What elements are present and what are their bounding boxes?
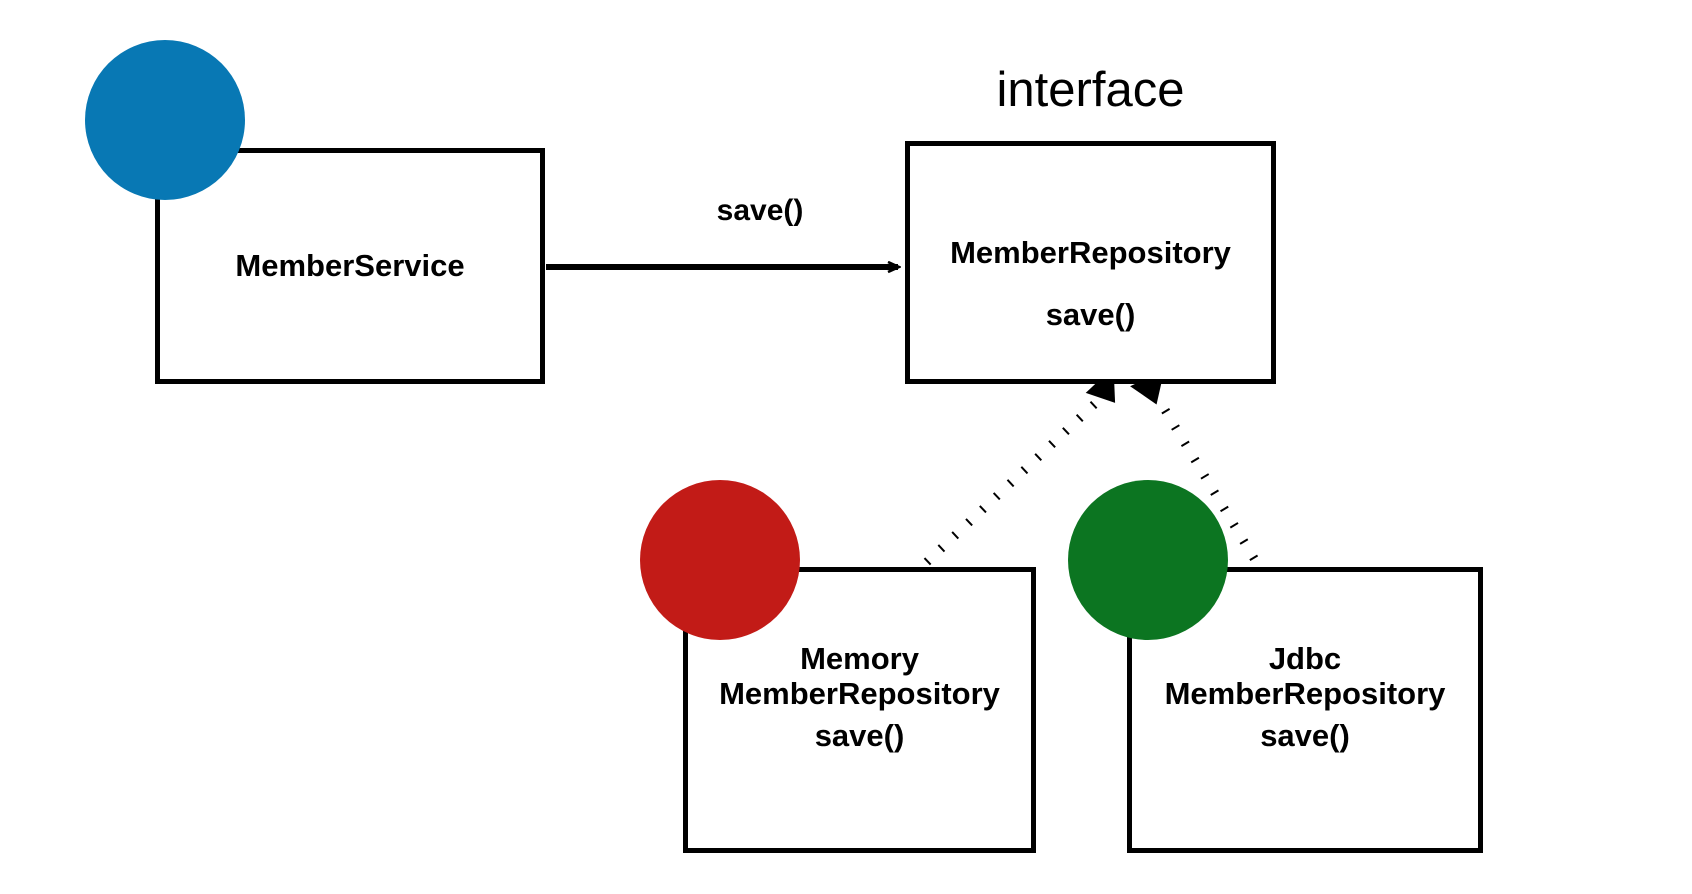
blue-node-dot-icon bbox=[85, 40, 245, 200]
interface-stereotype-label: interface bbox=[996, 63, 1185, 117]
class-title-member-repository: MemberRepository bbox=[950, 235, 1231, 270]
class-box-member-service[interactable]: MemberService bbox=[155, 148, 545, 384]
class-member-member-repository-save: save() bbox=[1045, 296, 1136, 332]
class-box-member-repository[interactable]: MemberRepository save() bbox=[905, 141, 1276, 384]
class-title-jdbc-member-repository-line1: Jdbc bbox=[1268, 641, 1342, 676]
class-member-jdbc-member-repository-save: save() bbox=[1260, 718, 1350, 754]
class-title-member-service: MemberService bbox=[235, 247, 465, 283]
edge-label-save: save() bbox=[716, 194, 804, 227]
class-title-memory-member-repository-line1: Memory bbox=[800, 641, 919, 676]
class-member-memory-member-repository-save: save() bbox=[814, 718, 905, 754]
red-node-dot-icon bbox=[640, 480, 800, 640]
class-title-memory-member-repository-line2: MemberRepository bbox=[719, 675, 1000, 711]
class-title-jdbc-member-repository-line2: MemberRepository bbox=[1164, 675, 1446, 711]
class-box-memory-member-repository[interactable]: Memory MemberRepository save() bbox=[683, 567, 1036, 853]
green-node-dot-icon bbox=[1068, 480, 1228, 640]
